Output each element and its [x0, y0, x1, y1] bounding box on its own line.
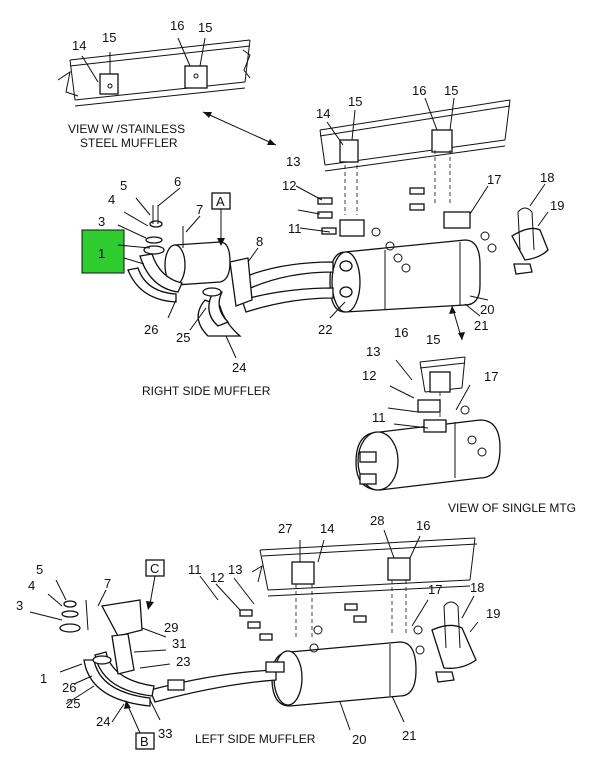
callout-right-12[interactable]: 4 [108, 192, 115, 207]
callout-right-9[interactable]: 8 [256, 234, 263, 249]
callout-single-5[interactable]: 17 [484, 369, 498, 384]
callout-right-4[interactable]: 18 [540, 170, 554, 185]
callout-right-15[interactable]: 26 [144, 322, 158, 337]
callout-left-19[interactable]: 25 [66, 696, 80, 711]
callout-right-0[interactable]: 13 [286, 154, 300, 169]
callout-right-6[interactable]: 20 [480, 302, 494, 317]
callout-upper-0[interactable]: 14 [316, 106, 330, 121]
bracket [184, 65, 208, 89]
callout-left-22[interactable]: 20 [352, 732, 366, 747]
highlighted-callout[interactable] [81, 229, 145, 274]
single-mtg-view [355, 356, 501, 491]
callout-right-5[interactable]: 19 [550, 198, 564, 213]
view-arrow [449, 305, 465, 341]
callout-upper-1[interactable]: 15 [348, 94, 362, 109]
callout-right-10[interactable]: 6 [174, 174, 181, 189]
callout-right-17[interactable]: 24 [232, 360, 246, 375]
caption-single-mtg: VIEW OF SINGLE MTG [448, 501, 576, 515]
leader-lines [29, 183, 549, 731]
callout-single-3[interactable]: 12 [362, 368, 376, 383]
callout-right-2[interactable]: 11 [288, 221, 302, 236]
callout-left-0[interactable]: 27 [278, 521, 292, 536]
callout-left-7[interactable]: 7 [104, 576, 111, 591]
callout-left-10[interactable]: 13 [228, 562, 242, 577]
callout-left-20[interactable]: 24 [96, 714, 110, 729]
callout-upper-3[interactable]: 15 [444, 83, 458, 98]
upper-frame-rail [319, 97, 511, 215]
caption-stainless-line1: VIEW W /STAINLESS [68, 122, 185, 136]
callout-right-8[interactable]: 22 [318, 322, 332, 337]
callout-left-3[interactable]: 16 [416, 518, 430, 533]
callout-upper-2[interactable]: 16 [412, 83, 426, 98]
callout-left-1[interactable]: 14 [320, 521, 334, 536]
callout-left-15[interactable]: 31 [172, 636, 186, 651]
callout-stainless-3[interactable]: 15 [198, 20, 212, 35]
left-side-muffler-assembly [59, 537, 478, 750]
callout-stainless-1[interactable]: 15 [102, 30, 116, 45]
callout-1-highlight[interactable] [81, 229, 125, 274]
callout-right-11[interactable]: 5 [120, 178, 127, 193]
callout-left-2[interactable]: 28 [370, 513, 384, 528]
callout-right-1[interactable]: 12 [282, 178, 296, 193]
callout-single-2[interactable]: 13 [366, 344, 380, 359]
callout-left-16[interactable]: 23 [176, 654, 190, 669]
callout-left-23[interactable]: 21 [402, 728, 416, 743]
view-arrow [202, 111, 277, 146]
callout-1-label[interactable]: 1 [98, 246, 105, 261]
callout-left-6[interactable]: 3 [16, 598, 23, 613]
caption-right-side-muffler: RIGHT SIDE MUFFLER [142, 384, 271, 398]
callout-left-21[interactable]: 33 [158, 726, 172, 741]
callout-single-4[interactable]: 11 [372, 410, 386, 425]
callout-right-7[interactable]: 21 [474, 318, 488, 333]
callout-right-13[interactable]: 3 [98, 214, 105, 229]
view-a-letter: A [216, 194, 225, 209]
callout-left-4[interactable]: 5 [36, 562, 43, 577]
callout-left-5[interactable]: 4 [28, 578, 35, 593]
callout-stainless-2[interactable]: 16 [170, 18, 184, 33]
callout-left-13[interactable]: 19 [486, 606, 500, 621]
view-b-letter: B [140, 734, 149, 749]
right-side-muffler-assembly [127, 187, 549, 337]
callout-left-8[interactable]: 11 [188, 562, 202, 577]
caption-stainless-line2: STEEL MUFFLER [80, 136, 178, 150]
callout-right-16[interactable]: 25 [176, 330, 190, 345]
stainless-frame-view [57, 37, 251, 107]
callout-right-14[interactable]: 7 [196, 202, 203, 217]
bolts [317, 187, 497, 273]
callout-left-14[interactable]: 29 [164, 620, 178, 635]
callout-single-1[interactable]: 15 [426, 332, 440, 347]
callout-left-17[interactable]: 1 [40, 671, 47, 686]
callout-stainless-0[interactable]: 14 [72, 38, 86, 53]
view-c-letter: C [150, 561, 159, 576]
callout-single-0[interactable]: 16 [394, 325, 408, 340]
callout-left-11[interactable]: 17 [428, 582, 442, 597]
callout-left-12[interactable]: 18 [470, 580, 484, 595]
callout-left-18[interactable]: 26 [62, 680, 76, 695]
caption-left-side-muffler: LEFT SIDE MUFFLER [195, 732, 316, 746]
callout-right-3[interactable]: 17 [487, 172, 501, 187]
view-b-box [135, 732, 155, 750]
callout-left-9[interactable]: 12 [210, 570, 224, 585]
